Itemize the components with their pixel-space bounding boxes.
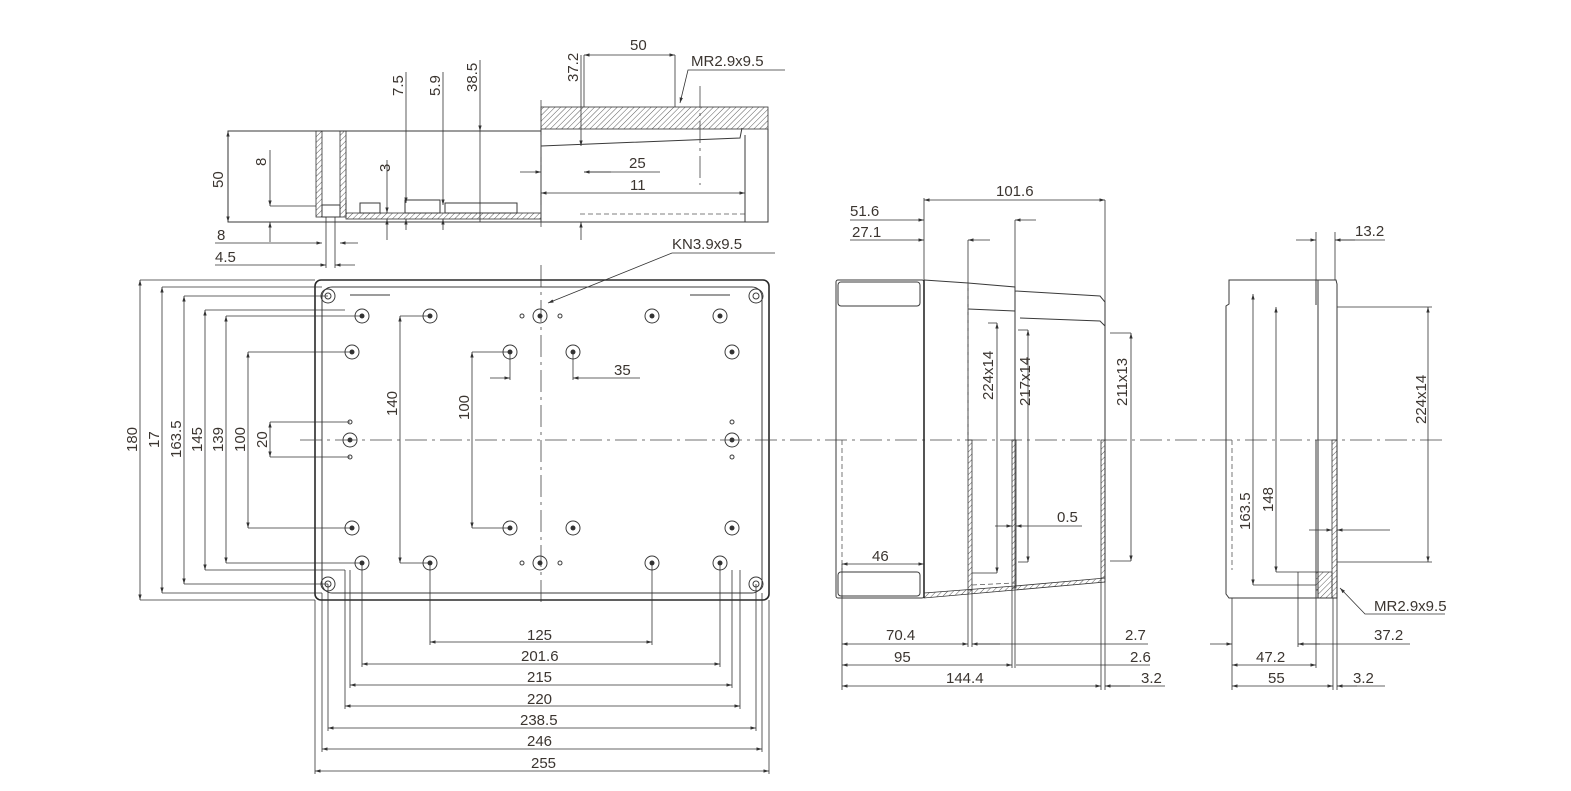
dim-label: 50 [210, 171, 227, 188]
dim-label: 144.4 [946, 670, 984, 687]
dim-label: 13.2 [1355, 223, 1384, 240]
dim-label: 20 [254, 431, 271, 448]
wall-section [315, 130, 323, 218]
dim-label: 255 [531, 755, 556, 772]
dim-label: 220 [527, 691, 552, 708]
seal-dim-label: 217x14 [1017, 357, 1034, 406]
lid-section [540, 106, 769, 130]
seal-dim-label: 224x14 [980, 351, 997, 400]
base-section [345, 212, 542, 220]
dim-label: 101.6 [996, 183, 1034, 200]
dim-label: 2.7 [1125, 627, 1146, 644]
dim-label: 201.6 [521, 648, 559, 665]
dim-label: 2.6 [1130, 649, 1151, 666]
dim-label: 3.2 [1353, 670, 1374, 687]
dim-label: 246 [527, 733, 552, 750]
screw-callout-label: MR2.9x9.5 [1374, 598, 1447, 615]
dim-label: 238.5 [520, 712, 558, 729]
end-view: 13.2 224x14 163.5 148 MR2.9x9.5 37.2 47.… [1210, 223, 1447, 690]
dim-label: 3 [377, 164, 394, 172]
dim-label: 100 [456, 395, 473, 420]
dim-label: 125 [527, 627, 552, 644]
seal-dim-label: 224x14 [1413, 375, 1430, 424]
dim-label: 46 [872, 548, 889, 565]
dim-label: 17 [146, 431, 163, 448]
dim-label: 38.5 [464, 63, 481, 92]
top-section-view: 50 MR2.9x9.5 37.2 7.5 5.9 38.5 50 8 3 25… [210, 37, 785, 605]
dim-label: 0.5 [1057, 509, 1078, 526]
dim-label: 139 [210, 427, 227, 452]
dim-label: 55 [1268, 670, 1285, 687]
screw-callout-label: MR2.9x9.5 [691, 53, 764, 70]
side-view: 101.6 51.6 27.1 224x14 217x14 211x13 0.5… [835, 183, 1165, 690]
dim-label: 100 [232, 427, 249, 452]
dim-label: 4.5 [215, 249, 236, 266]
dim-label: 163.5 [1237, 492, 1254, 530]
dim-label: 51.6 [850, 203, 879, 220]
dim-label: 47.2 [1256, 649, 1285, 666]
dim-label: 37.2 [1374, 627, 1403, 644]
dim-label: 37.2 [565, 53, 582, 82]
dim-label: 27.1 [852, 224, 881, 241]
dim-label: 140 [384, 391, 401, 416]
dim-label: 70.4 [886, 627, 915, 644]
dim-label: 11 [630, 177, 646, 194]
dim-label: 148 [1260, 487, 1277, 512]
dim-label: 163.5 [168, 420, 185, 458]
dim-label: 8 [253, 158, 270, 166]
dim-label: 95 [894, 649, 911, 666]
dim-label: 35 [614, 362, 631, 379]
seal-dim-label: 211x13 [1114, 358, 1131, 406]
dim-label: 25 [629, 155, 646, 172]
dim-label: 50 [630, 37, 647, 54]
screw-callout-label: KN3.9x9.5 [672, 236, 742, 253]
dim-label: 8 [217, 227, 225, 244]
dim-label: 7.5 [390, 75, 407, 96]
dim-label: 5.9 [427, 75, 444, 96]
dim-label: 215 [527, 669, 552, 686]
dim-label: 180 [124, 427, 141, 452]
dim-label: 3.2 [1141, 670, 1162, 687]
dim-label: 145 [189, 427, 206, 452]
